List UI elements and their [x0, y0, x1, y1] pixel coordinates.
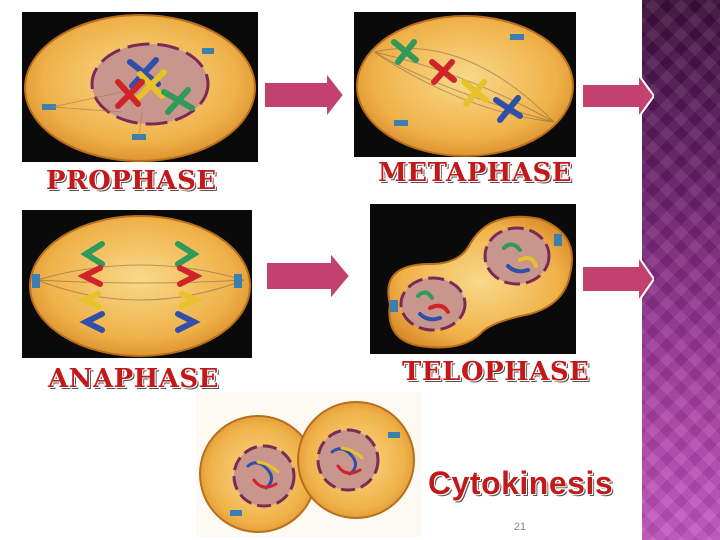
metaphase-label: METAPHASE: [378, 158, 573, 188]
arrow-right-icon: [266, 252, 350, 300]
decorative-side-strip: [642, 0, 720, 540]
prophase-label: PROPHASE: [46, 166, 217, 196]
arrow-right-icon: [264, 72, 344, 118]
anaphase-label: ANAPHASE: [48, 364, 219, 394]
metaphase-image: [354, 12, 576, 157]
page-number: 21: [513, 521, 527, 533]
anaphase-image: [22, 210, 252, 358]
arrow-right-icon: [582, 74, 654, 118]
telophase-label: TELOPHASE: [402, 357, 590, 387]
telophase-image: [370, 204, 576, 354]
cytokinesis-label: Cytokinesis: [428, 465, 614, 501]
arrow-right-icon: [582, 256, 654, 302]
cytokinesis-image: [196, 392, 422, 537]
prophase-image: [22, 12, 258, 162]
